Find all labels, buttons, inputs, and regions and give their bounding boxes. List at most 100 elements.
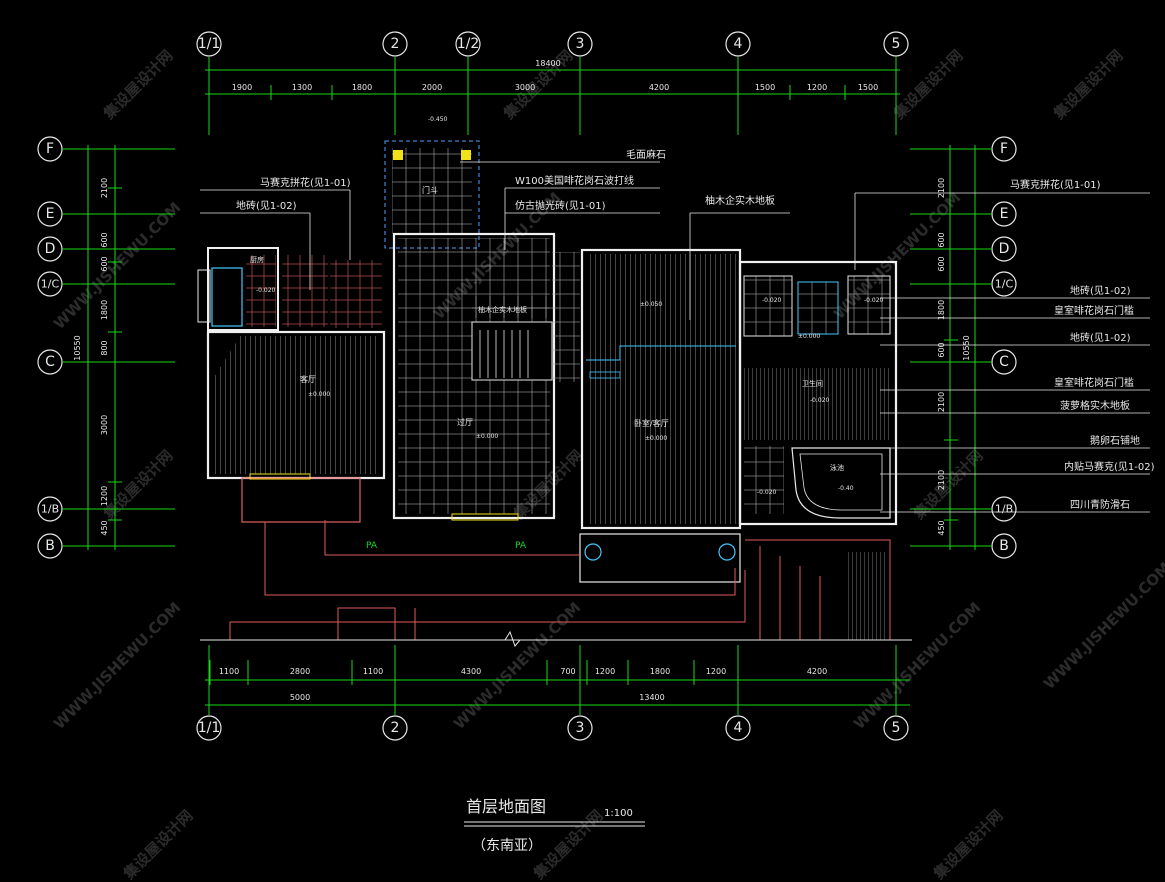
dim-left-seg: 600 xyxy=(100,232,109,247)
dim-bottom-total: 13400 xyxy=(639,693,664,702)
watermark-text: 集设屋设计网 xyxy=(889,46,966,123)
level-pool: -0.40 xyxy=(838,485,854,492)
dim-bottom-seg: 1100 xyxy=(363,667,383,676)
dim-top-seg: 1500 xyxy=(858,83,878,92)
dim-left-seg: 1800 xyxy=(100,300,109,320)
level-bath: -0.020 xyxy=(810,397,830,404)
axis-label-left-1C: 1/C xyxy=(41,278,60,291)
side-axis-grid: F E D 1/C C 1/B B F E D 1/C C 1/B B xyxy=(37,136,1017,559)
dim-right-seg: 600 xyxy=(937,256,946,271)
callout-right-wood: 菠萝格实木地板 xyxy=(1060,399,1130,412)
level-living: ±0.000 xyxy=(308,391,330,398)
dim-top-seg: 1900 xyxy=(232,83,252,92)
dim-left-seg: 1200 xyxy=(100,486,109,506)
callout-right-threshold2: 皇室啡花岗石门槛 xyxy=(1054,376,1134,389)
dim-right-seg: 2100 xyxy=(937,470,946,490)
dim-top-seg: 1200 xyxy=(807,83,827,92)
axis-label-top-1: 1/1 xyxy=(198,36,221,52)
axis-label-top-6: 5 xyxy=(892,36,901,52)
axis-label-bottom-2: 2 xyxy=(391,720,400,736)
dim-top-seg: 4200 xyxy=(649,83,669,92)
room-gate: 门斗 xyxy=(422,185,438,195)
dim-right-seg: 600 xyxy=(937,232,946,247)
axis-label-bottom-5: 5 xyxy=(892,720,901,736)
callout-right-tile2: 地砖(见1-02) xyxy=(1070,331,1131,344)
terrace-label-a: PA xyxy=(366,541,378,551)
room-labels: 门斗 厨房 客厅 过厅 卧室/客厅 卫生间 泳池 PA PA xyxy=(250,185,844,551)
room-hall: 过厅 xyxy=(457,417,473,427)
watermark-text: 集设屋设计网 xyxy=(99,46,176,123)
dim-top-seg: 1500 xyxy=(755,83,775,92)
drawing-subtitle: （东南亚） xyxy=(472,838,542,854)
watermark-text: WWW.JISHEWU.COM xyxy=(450,598,584,732)
dim-bottom-sub: 5000 xyxy=(290,693,310,702)
axis-label-top-4: 3 xyxy=(576,36,585,52)
axis-label-right-D: D xyxy=(999,241,1010,257)
axis-label-top-5: 4 xyxy=(734,36,743,52)
callout-teak-floor: 柚木企实木地板 xyxy=(705,194,775,207)
dim-right-seg: 450 xyxy=(937,520,946,535)
dim-right-seg: 2100 xyxy=(937,178,946,198)
room-living: 客厅 xyxy=(300,374,316,384)
level-pool-l: -0.020 xyxy=(757,489,777,496)
axis-label-bottom-1: 1/1 xyxy=(198,720,221,736)
room-pool: 泳池 xyxy=(830,463,844,472)
watermark-text: WWW.JISHEWU.COM xyxy=(50,598,184,732)
watermark-text: 集设屋设计网 xyxy=(1049,46,1126,123)
level-room-r2: -0.020 xyxy=(864,297,884,304)
axis-label-top-3: 1/2 xyxy=(457,36,480,52)
building-plan xyxy=(197,140,912,647)
dim-top-total: 18400 xyxy=(535,59,560,68)
dim-bottom-seg: 1200 xyxy=(595,667,615,676)
dim-left-seg: 600 xyxy=(100,256,109,271)
axis-label-right-1B: 1/B xyxy=(995,503,1013,516)
dim-bottom-seg: 1200 xyxy=(706,667,726,676)
drawing-scale: 1:100 xyxy=(604,808,633,819)
axis-label-left-F: F xyxy=(46,141,54,157)
callout-right-tile: 地砖(见1-02) xyxy=(1070,284,1131,297)
watermark-text: 集设屋设计网 xyxy=(929,806,1006,882)
level-bedroom: ±0.000 xyxy=(645,435,667,442)
level-mid-r: ±0.000 xyxy=(798,333,820,340)
axis-label-left-D: D xyxy=(45,241,56,257)
dim-bottom-seg: 1100 xyxy=(219,667,239,676)
dim-bottom-seg: 700 xyxy=(560,667,575,676)
dim-bottom-seg: 2800 xyxy=(290,667,310,676)
drawing-title-block: 首层地面图 1:100 （东南亚） xyxy=(464,797,645,854)
callout-right-inner-mosaic: 内贴马赛克(见1-02) xyxy=(1064,460,1155,473)
dim-left-seg: 2100 xyxy=(100,178,109,198)
watermark-text: 集设屋设计网 xyxy=(119,806,196,882)
axis-label-right-B: B xyxy=(999,538,1009,554)
level-kitchen: -0.020 xyxy=(256,287,276,294)
top-axis-grid: 1/1 2 1/2 3 4 5 18400 1900 1300 1800 200… xyxy=(196,31,909,135)
axis-label-right-E: E xyxy=(1000,206,1009,222)
level-gate: -0.450 xyxy=(428,116,448,123)
level-room-r1: -0.020 xyxy=(762,297,782,304)
bottom-axis-grid: 1100 2800 1100 4300 700 1200 1800 1200 4… xyxy=(196,645,910,741)
dim-top-seg: 1800 xyxy=(352,83,372,92)
callout-rough-granite: 毛面麻石 xyxy=(626,148,666,161)
callout-antique-tile: 仿古抛光砖(见1-01) xyxy=(515,199,606,212)
callout-mosaic: 马赛克拼花(见1-01) xyxy=(260,176,351,189)
callout-right-stone: 四川青防滑石 xyxy=(1070,498,1130,511)
room-kitchen: 厨房 xyxy=(250,255,264,264)
callout-floor-tile: 地砖(见1-02) xyxy=(236,199,297,212)
room-bath: 卫生间 xyxy=(802,379,823,388)
dim-right-seg: 600 xyxy=(937,342,946,357)
watermark-text: 集设屋设计网 xyxy=(99,446,176,523)
side-dimension-texts: 2100 600 600 1800 800 3000 1200 450 1055… xyxy=(73,178,971,536)
watermark-text: WWW.JISHEWU.COM xyxy=(50,198,184,332)
axis-label-bottom-4: 4 xyxy=(734,720,743,736)
callout-right-mosaic: 马赛克拼花(见1-01) xyxy=(1010,178,1101,191)
dim-left-seg: 800 xyxy=(100,340,109,355)
callout-leaders xyxy=(200,161,1150,513)
watermark-text: 集设屋设计网 xyxy=(499,46,576,123)
watermark-text: WWW.JISHEWU.COM xyxy=(1040,558,1165,692)
room-bedroom: 卧室/客厅 xyxy=(634,418,669,428)
axis-label-bottom-3: 3 xyxy=(576,720,585,736)
drawing-title: 首层地面图 xyxy=(466,797,546,816)
callout-right-threshold: 皇室啡花岗石门槛 xyxy=(1054,304,1134,317)
axis-label-right-F: F xyxy=(1000,141,1008,157)
axis-label-left-1B: 1/B xyxy=(41,503,59,516)
